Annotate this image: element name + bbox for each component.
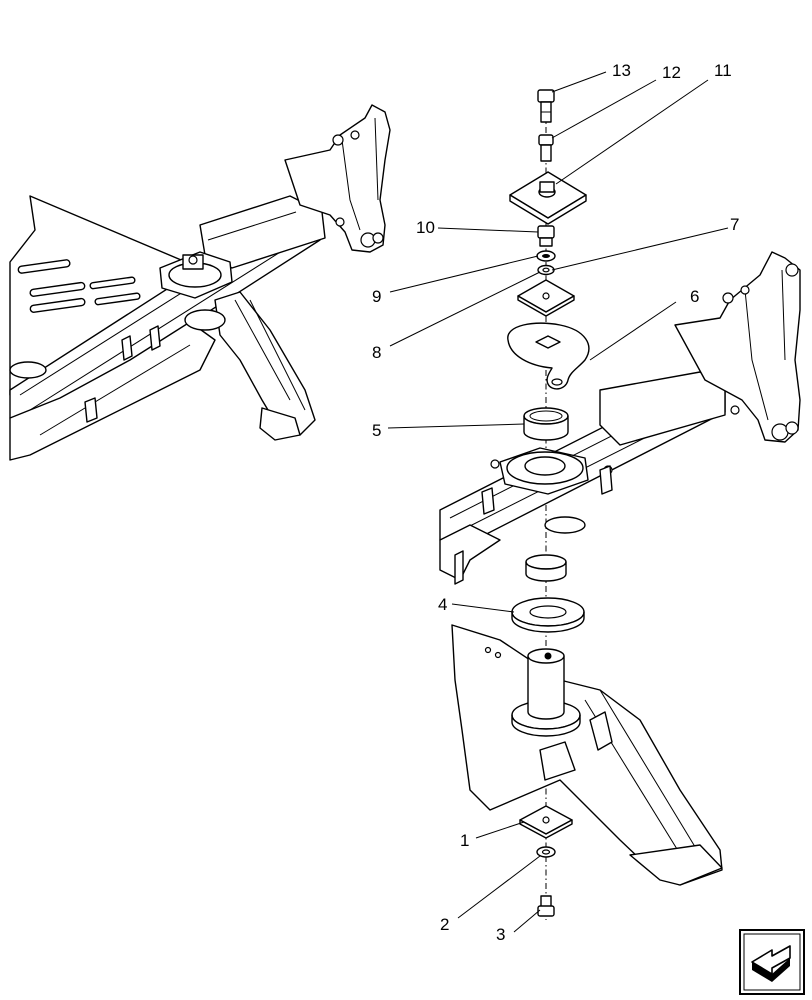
callout-10: 10 <box>416 218 435 237</box>
main-frame <box>439 251 801 585</box>
part-7-small-plate <box>517 279 575 317</box>
callout-1: 1 <box>460 831 469 850</box>
callout-9: 9 <box>372 287 381 306</box>
part-6-lock-plate <box>507 322 590 390</box>
callout-7: 7 <box>730 215 739 234</box>
part-12-spacer <box>538 134 554 162</box>
callout-11: 11 <box>714 61 732 80</box>
part-5-bushing <box>523 407 569 441</box>
callout-labels: 13 12 11 10 7 9 6 8 5 4 1 2 3 <box>372 61 739 944</box>
axle-support-frame <box>451 624 723 886</box>
part-9-lock-washer <box>536 250 556 262</box>
callout-3: 3 <box>496 925 505 944</box>
part-4-thrust-washer <box>511 597 585 633</box>
leader-lines <box>387 71 729 933</box>
part-8-washer <box>537 264 555 276</box>
exploded-view <box>439 89 801 920</box>
callout-5: 5 <box>372 421 381 440</box>
assembled-frame-view <box>9 104 391 461</box>
callout-8: 8 <box>372 343 381 362</box>
part-10-nut <box>537 225 555 247</box>
next-page-arrow-icon[interactable] <box>739 929 805 995</box>
part-13-bolt <box>537 89 555 123</box>
callout-13: 13 <box>612 61 631 80</box>
deck-slots <box>17 259 141 313</box>
callout-12: 12 <box>662 63 681 82</box>
lower-bushing <box>525 554 567 582</box>
part-11-square-plate <box>509 171 587 225</box>
part-3-bolt <box>537 895 555 917</box>
callout-4: 4 <box>438 595 447 614</box>
part-1-bottom-plate <box>519 805 573 839</box>
part-2-washer <box>536 846 556 858</box>
callout-2: 2 <box>440 915 449 934</box>
callout-6: 6 <box>690 287 699 306</box>
